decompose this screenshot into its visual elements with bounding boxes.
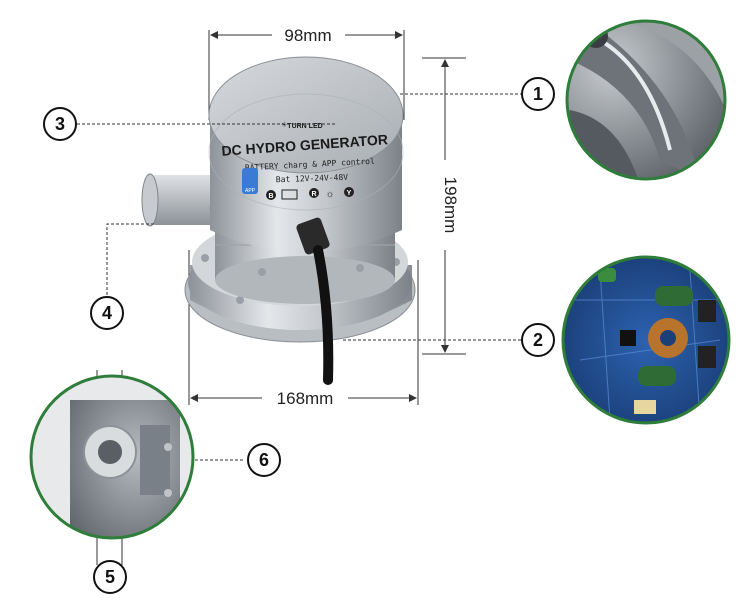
label-line-2: Bat 12V-24V-48V xyxy=(276,173,349,185)
terminal-r-icon xyxy=(309,188,319,198)
power-cable xyxy=(296,217,334,385)
callout-3: 3 xyxy=(43,107,77,141)
callout-6: 6 xyxy=(247,443,281,477)
callout-3-number: 3 xyxy=(55,114,65,134)
app-phone-icon xyxy=(242,168,258,194)
terminal-r-label: R xyxy=(311,191,316,198)
width-bottom-label: 168mm xyxy=(277,389,334,408)
terminal-y-icon xyxy=(344,187,354,197)
callout-5-number: 5 xyxy=(105,567,115,587)
callout-4-number: 4 xyxy=(102,303,112,323)
dimension-height: 198mm xyxy=(422,57,466,355)
app-text: APP xyxy=(245,188,256,194)
detail-nozzle xyxy=(29,374,195,540)
callout-6-number: 6 xyxy=(259,450,269,470)
detail-circuit-board xyxy=(561,255,731,425)
brand-text: TURN LED xyxy=(287,123,322,130)
brand-logo-icon: ☀ xyxy=(281,121,287,129)
generator-body xyxy=(141,56,416,343)
dimension-width-bottom: 168mm xyxy=(188,250,419,408)
callout-1-number: 1 xyxy=(533,84,543,104)
terminal-y-label: Y xyxy=(347,190,352,197)
detail-impeller xyxy=(565,19,727,181)
callout-1: 1 xyxy=(521,77,555,111)
lightbulb-icon: ☼ xyxy=(325,189,334,200)
terminal-b-label: B xyxy=(268,193,273,200)
width-top-label: 98mm xyxy=(284,26,331,45)
battery-icon xyxy=(281,189,298,200)
callout-2: 2 xyxy=(521,323,555,357)
callout-2-number: 2 xyxy=(533,330,543,350)
callout-5: 5 xyxy=(93,560,127,594)
terminal-b-icon xyxy=(266,190,276,200)
dimension-width-top: 98mm xyxy=(208,26,405,120)
callout-4: 4 xyxy=(90,296,124,330)
height-label: 198mm xyxy=(441,177,460,234)
